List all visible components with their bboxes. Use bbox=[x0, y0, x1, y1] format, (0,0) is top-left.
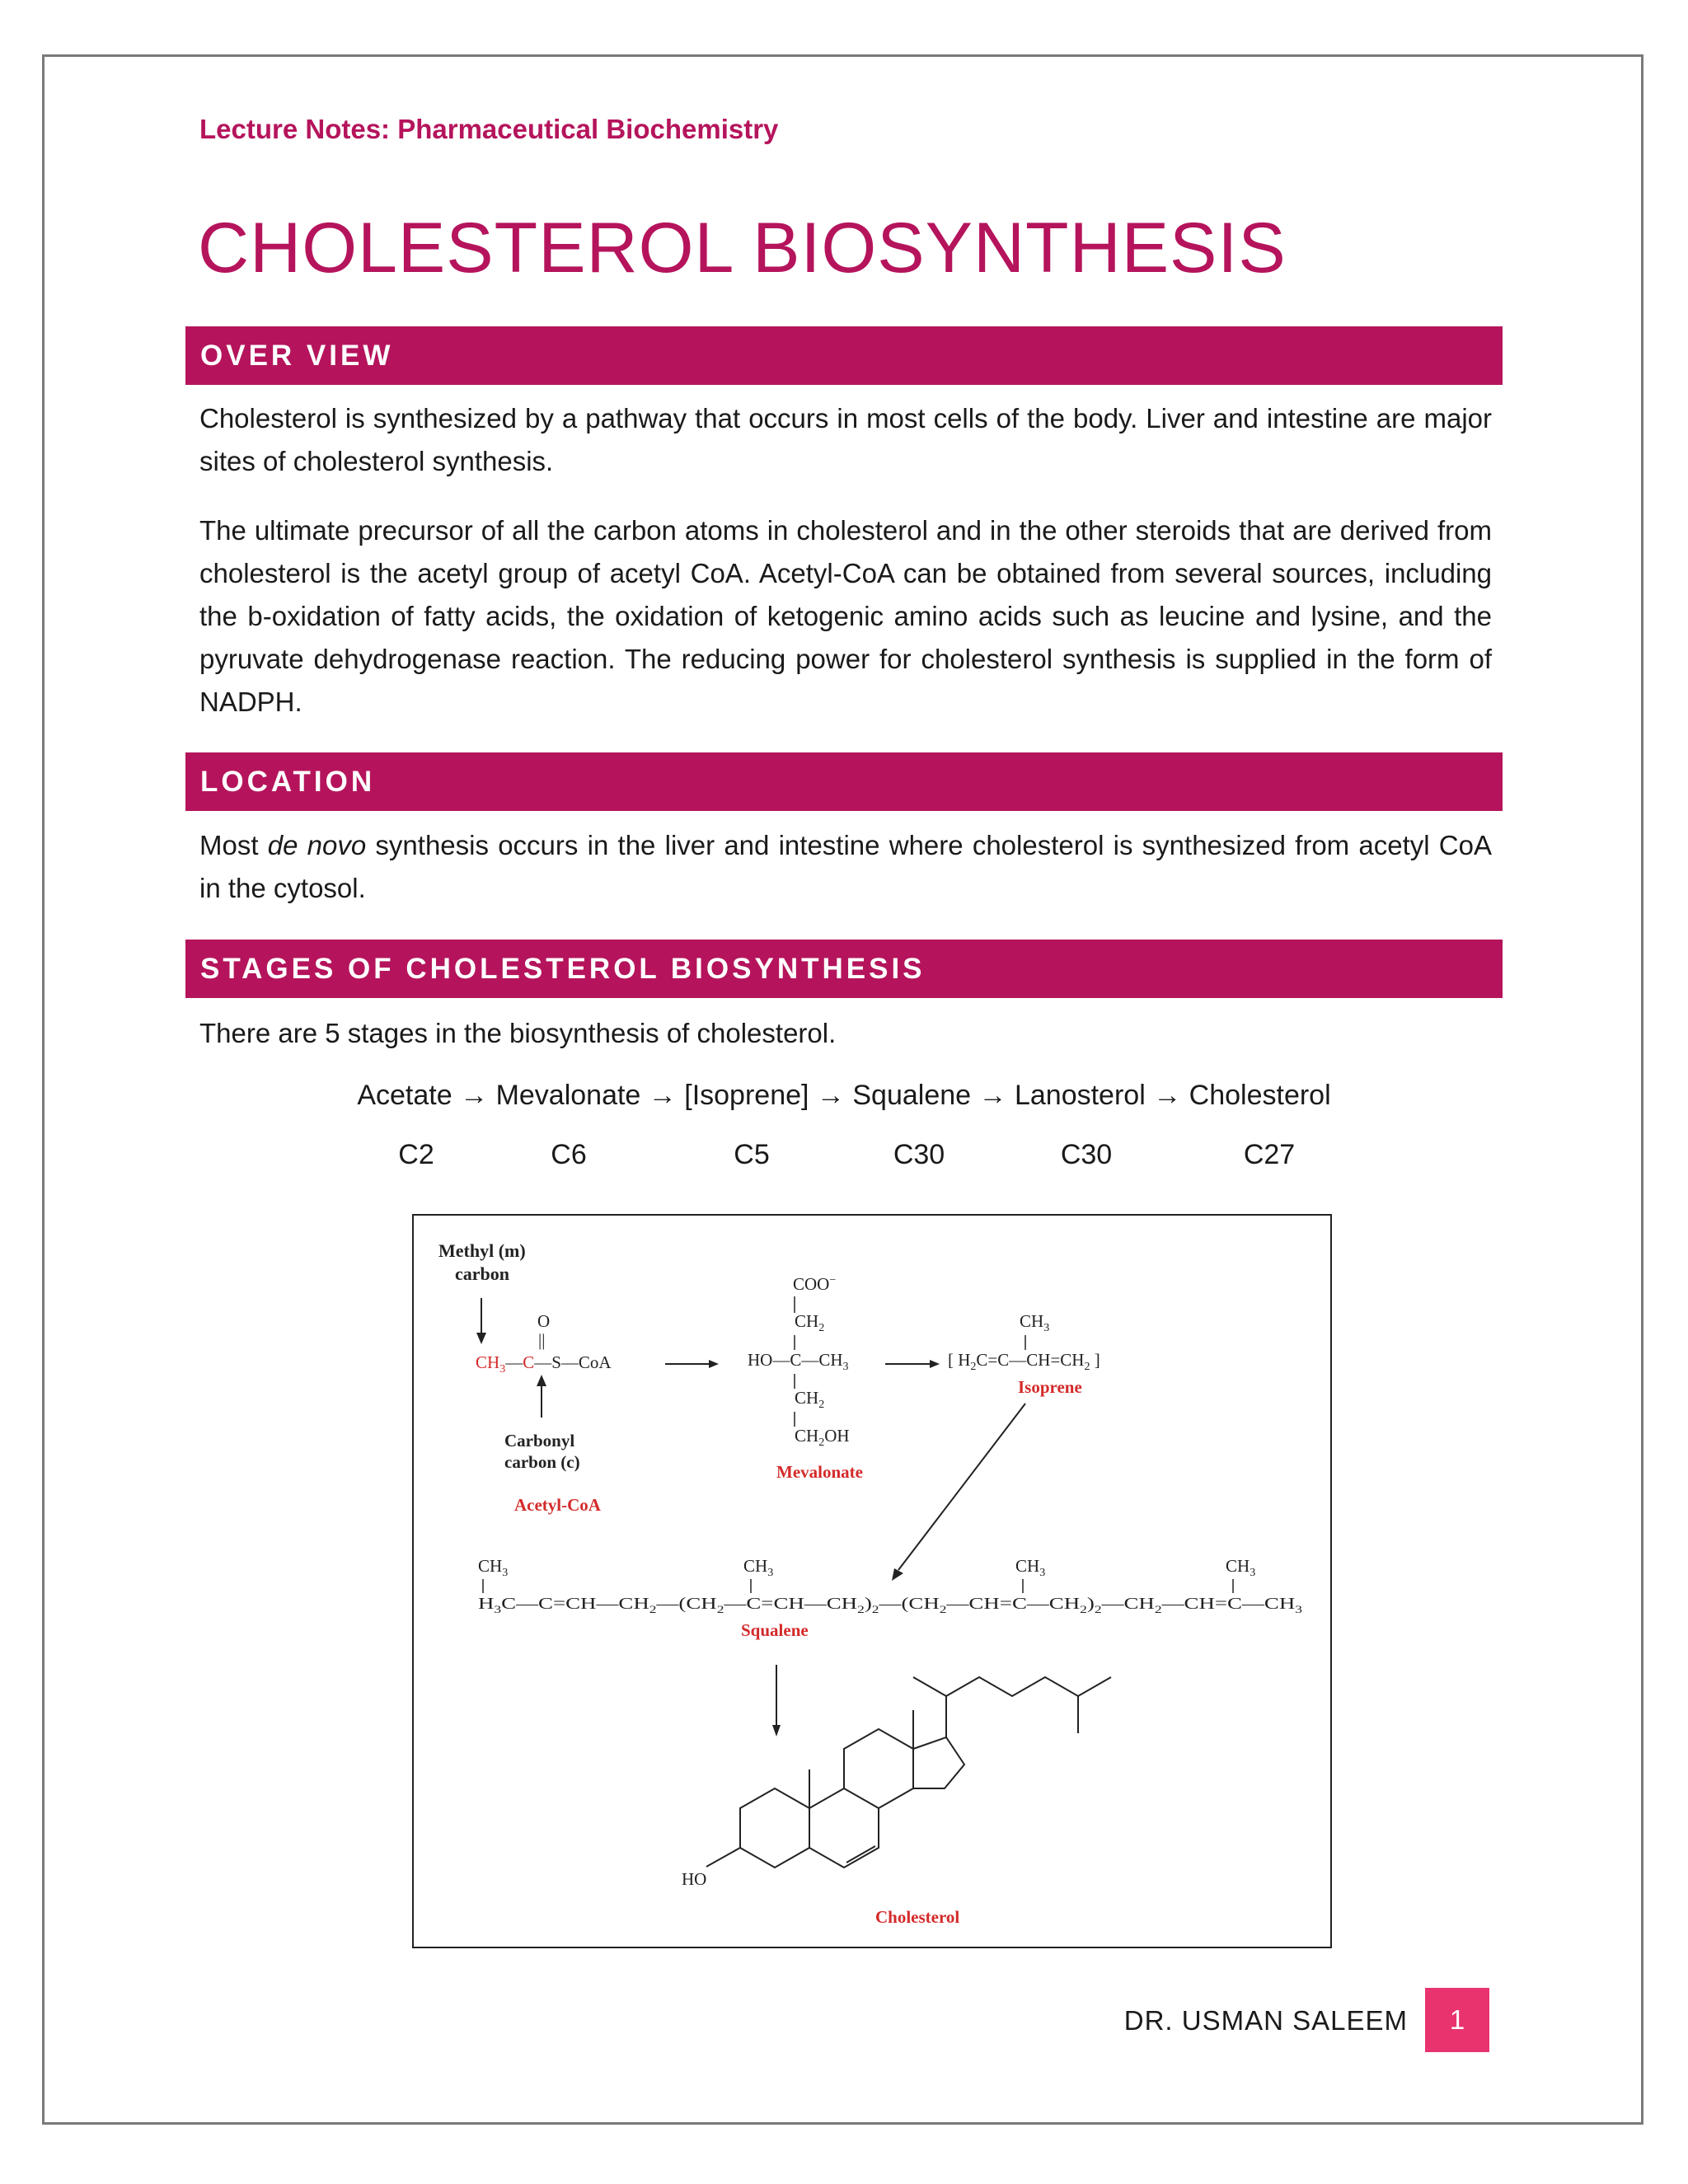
location-paragraph: Most de novo synthesis occurs in the liv… bbox=[199, 824, 1492, 910]
mevalonate-ch2-top: CH2 bbox=[795, 1311, 824, 1334]
pathway-step: Lanosterol bbox=[1014, 1080, 1146, 1111]
cholesterol-name: Cholesterol bbox=[875, 1907, 959, 1927]
mevalonate-center: HO—C—CH3 bbox=[748, 1350, 849, 1373]
carbon-count: C27 bbox=[1243, 1139, 1296, 1170]
carbon-count: C2 bbox=[398, 1139, 434, 1170]
methyl-label: Methyl (m) bbox=[438, 1240, 526, 1261]
pathway-figure: Methyl (m) carbon O || CH3—C—S—CoA Carbo… bbox=[412, 1214, 1332, 1948]
pathway-step: [Isoprene] bbox=[684, 1080, 809, 1111]
arrow-head-icon bbox=[537, 1375, 546, 1386]
mevalonate-name: Mevalonate bbox=[776, 1462, 863, 1482]
arrow-head-icon bbox=[930, 1360, 940, 1368]
pathway-diagram: Methyl (m) carbon O || CH3—C—S—CoA Carbo… bbox=[438, 1240, 1302, 1927]
location-text-1: Most bbox=[199, 830, 268, 860]
carbon-count: C30 bbox=[893, 1139, 945, 1170]
page-border bbox=[42, 54, 1643, 2125]
lecture-subtitle: Lecture Notes: Pharmaceutical Biochemist… bbox=[199, 114, 779, 144]
acetyl-coa-formula: CH3—C—S—CoA bbox=[476, 1352, 612, 1376]
carbon-count: C5 bbox=[734, 1139, 770, 1170]
page-title: CHOLESTEROL BIOSYNTHESIS bbox=[198, 209, 1287, 288]
arrow-icon: → bbox=[460, 1080, 489, 1111]
page-number-badge: 1 bbox=[1425, 1988, 1489, 2052]
squalene-ch3-3: CH3 bbox=[1015, 1556, 1045, 1579]
reaction-arrow bbox=[898, 1403, 1026, 1571]
isoprene-formula: [ H2C=C—CH=CH2 ] bbox=[948, 1350, 1100, 1373]
carbonyl-label-2: carbon (c) bbox=[504, 1452, 580, 1472]
arrow-head-icon bbox=[476, 1333, 486, 1344]
squalene-ch3-4: CH3 bbox=[1226, 1556, 1255, 1579]
mevalonate-ch2-bottom: CH2 bbox=[795, 1388, 824, 1411]
double-bond: || bbox=[538, 1330, 545, 1350]
carbonyl-label: Carbonyl bbox=[504, 1431, 574, 1451]
squalene-name: Squalene bbox=[741, 1620, 809, 1640]
pathway-sequence: Acetate → Mevalonate → [Isoprene] → Squa… bbox=[0, 1080, 1688, 1112]
arrow-head-icon bbox=[772, 1725, 781, 1736]
pathway-step: Cholesterol bbox=[1189, 1080, 1331, 1111]
pathway-step: Squalene bbox=[852, 1080, 972, 1111]
arrow-icon: → bbox=[978, 1080, 1007, 1111]
arrow-icon: → bbox=[816, 1080, 845, 1111]
methyl-label-2: carbon bbox=[455, 1263, 509, 1284]
cholesterol-structure bbox=[706, 1675, 1112, 1869]
arrow-icon: → bbox=[648, 1080, 677, 1111]
overview-paragraph-1: Cholesterol is synthesized by a pathway … bbox=[199, 403, 1492, 476]
section-heading-location: LOCATION bbox=[185, 752, 1503, 811]
carbon-count: C6 bbox=[551, 1139, 587, 1170]
oxygen-atom: O bbox=[537, 1311, 550, 1331]
arrow-head-icon bbox=[709, 1360, 719, 1368]
location-text-2: synthesis occurs in the liver and intest… bbox=[199, 830, 1492, 903]
mevalonate-ch2oh: CH2OH bbox=[795, 1426, 850, 1449]
pathway-step: Acetate bbox=[357, 1080, 452, 1111]
mevalonate-coo: COO− bbox=[793, 1274, 836, 1294]
pathway-step: Mevalonate bbox=[495, 1080, 641, 1111]
overview-paragraph-2: The ultimate precursor of all the carbon… bbox=[199, 515, 1492, 717]
stages-intro: There are 5 stages in the biosynthesis o… bbox=[199, 1018, 837, 1048]
acetyl-coa-name: Acetyl-CoA bbox=[514, 1495, 602, 1515]
hydroxyl-label: HO bbox=[682, 1869, 706, 1889]
squalene-ch3-2: CH3 bbox=[743, 1556, 773, 1579]
section-heading-stages: STAGES OF CHOLESTEROL BIOSYNTHESIS bbox=[185, 940, 1503, 998]
location-text-italic: de novo bbox=[267, 830, 367, 860]
isoprene-ch3: CH3 bbox=[1020, 1311, 1049, 1334]
section-heading-overview: OVER VIEW bbox=[185, 326, 1503, 385]
footer-author: DR. USMAN SALEEM bbox=[1123, 2005, 1408, 2036]
carbon-count: C30 bbox=[1060, 1139, 1113, 1170]
squalene-ch3-1: CH3 bbox=[478, 1556, 508, 1579]
arrow-head-icon bbox=[892, 1568, 903, 1581]
arrow-icon: → bbox=[1153, 1080, 1182, 1111]
isoprene-name: Isoprene bbox=[1018, 1377, 1082, 1397]
